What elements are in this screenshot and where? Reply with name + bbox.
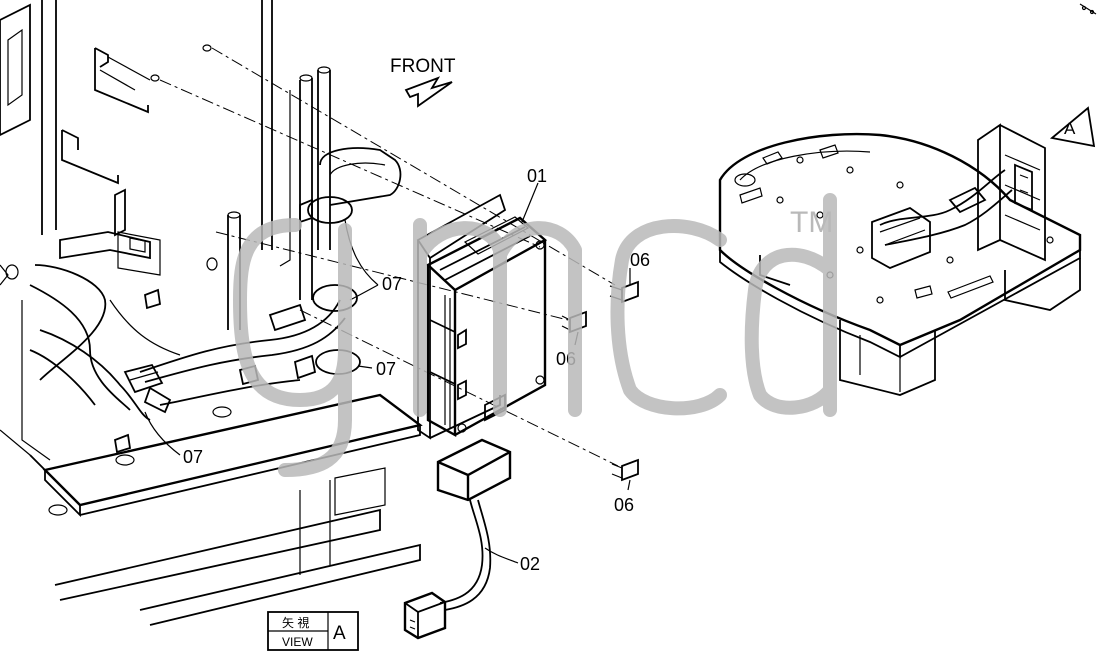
view-a-legend-box: 矢 視 VIEW A bbox=[267, 611, 359, 651]
view-a-marker-letter: A bbox=[1064, 119, 1076, 138]
view-a-marker: A bbox=[1049, 106, 1096, 148]
front-label: FRONT bbox=[390, 56, 456, 77]
machine-frame-left bbox=[0, 0, 423, 626]
view-box-kanji: 矢 視 bbox=[282, 615, 309, 630]
callout-07-middle: 07 bbox=[376, 359, 396, 379]
callout-07-lower: 07 bbox=[183, 447, 203, 467]
front-direction-indicator: FRONT bbox=[390, 56, 456, 108]
view-box-text: VIEW bbox=[282, 635, 313, 649]
callout-06-top: 06 bbox=[630, 250, 650, 270]
watermark-trademark: TM bbox=[790, 206, 833, 239]
corner-reference-mark bbox=[1079, 3, 1097, 15]
callout-06-bottom: 06 bbox=[614, 495, 634, 515]
cable-harness-02 bbox=[403, 438, 512, 640]
view-box-letter: A bbox=[333, 623, 346, 644]
front-arrow-icon bbox=[404, 76, 453, 108]
callout-numbers: 01 02 06 06 06 07 07 07 bbox=[183, 166, 650, 574]
callout-02: 02 bbox=[520, 554, 540, 574]
exploded-assembly-lines bbox=[159, 47, 619, 467]
clamp-07-upper bbox=[307, 196, 353, 224]
watermark-logo: TM bbox=[233, 193, 837, 477]
bolt-06-bottom bbox=[611, 458, 639, 482]
callout-07-upper: 07 bbox=[382, 274, 402, 294]
clamp-07-middle bbox=[312, 284, 358, 312]
callout-01: 01 bbox=[527, 166, 547, 186]
